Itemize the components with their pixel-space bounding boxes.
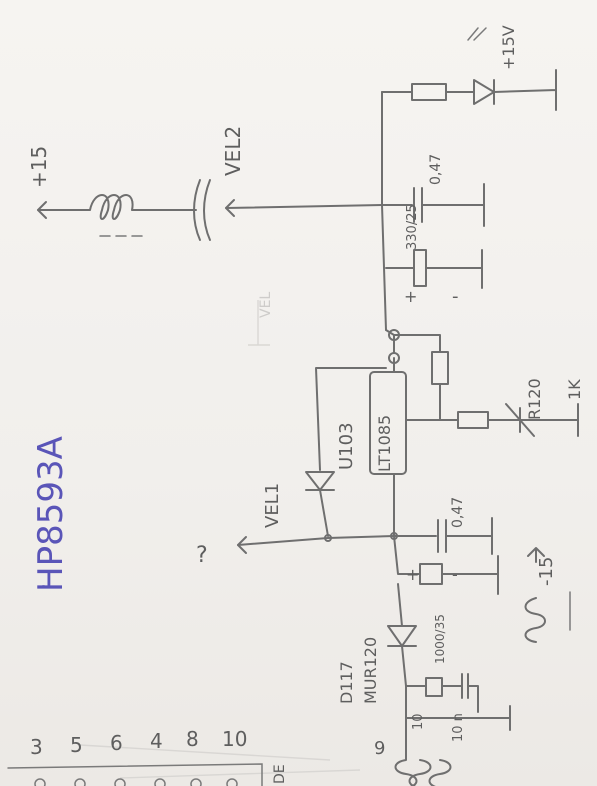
connector: 3 5 6 4 8 10 DE — [7, 727, 288, 786]
regulator-u103 — [369, 357, 413, 537]
led-branch — [381, 27, 557, 111]
top-supply-section — [37, 179, 383, 241]
connector-side-label: DE — [272, 764, 288, 784]
label-plus-b: + — [406, 565, 419, 584]
label-c10n: 10 n — [451, 713, 466, 742]
cap-047-mid — [393, 517, 493, 555]
connector-pin-label: 10 — [222, 727, 247, 751]
label-minus-a: - — [452, 286, 459, 307]
bypass-diode — [305, 367, 387, 537]
label-question: ? — [196, 543, 208, 568]
paper-showthrough — [79, 300, 361, 779]
label-cap-330: 330/25 — [405, 204, 420, 250]
label-r120: R120 — [525, 378, 544, 420]
label-u103: U103 — [336, 422, 357, 470]
cap-1000-35 — [393, 535, 499, 595]
label-plus15-top: +15 — [27, 146, 51, 188]
connector-pin-label: 6 — [110, 731, 123, 755]
cap-330-25 — [385, 249, 483, 289]
label-cap-047-mid: 0,47 — [450, 497, 466, 528]
diode-d117 — [387, 583, 417, 687]
label-plus-a: + — [404, 287, 417, 306]
label-lt1085: LT1085 — [375, 415, 394, 472]
connector-pin-label: 4 — [150, 729, 163, 753]
minus15-section — [524, 547, 571, 643]
adj-network — [385, 329, 579, 437]
label-cap-1000: 1000/35 — [433, 614, 447, 664]
label-mur120: MUR120 — [361, 637, 380, 704]
input-coil — [394, 717, 452, 786]
cap-047-top — [381, 183, 485, 227]
label-r1k: 1K — [565, 379, 584, 400]
label-minus-b: - — [452, 565, 458, 584]
label-minus15: -15 — [536, 557, 557, 586]
label-r10: 10 — [411, 713, 426, 730]
label-plus15v: +15V — [499, 25, 518, 70]
connector-pin-label: 3 — [30, 735, 43, 759]
output-rail — [381, 91, 387, 331]
label-node9: 9 — [374, 738, 385, 759]
title-dot: . — [40, 569, 47, 594]
faint-vel-label: VEL — [258, 292, 274, 318]
label-vel2: VEL2 — [221, 126, 245, 176]
label-vel1: VEL1 — [262, 483, 283, 528]
label-d117: D117 — [337, 661, 356, 704]
page-title: HP8593A — [31, 436, 71, 592]
connector-pin-label: 8 — [186, 727, 199, 751]
connector-pin-label: 5 — [70, 733, 83, 757]
vel1-input — [237, 532, 398, 554]
label-cap-047-top: 0,47 — [428, 154, 444, 185]
